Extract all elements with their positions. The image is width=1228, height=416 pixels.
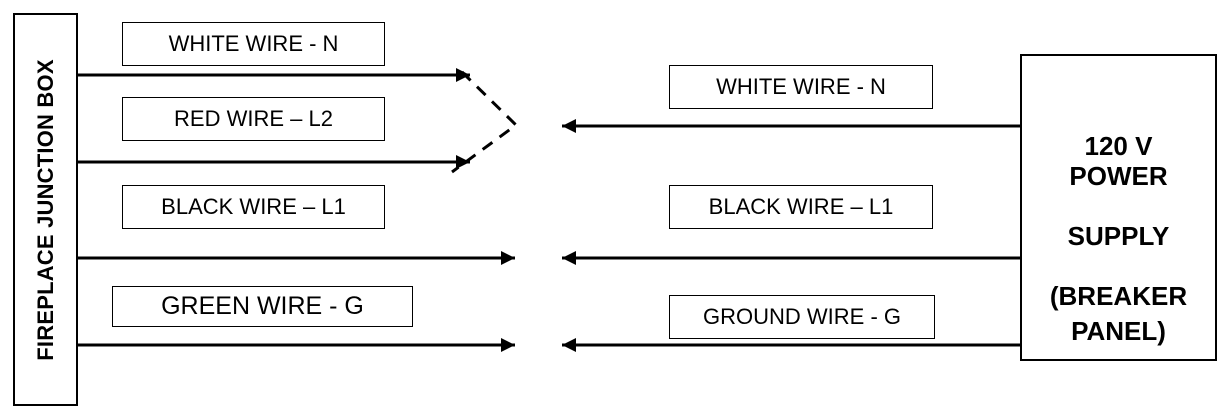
power-supply-line-supply: SUPPLY (1067, 221, 1170, 251)
right-black-wire-label: BLACK WIRE – L1 (669, 185, 933, 229)
power-supply-line-power: POWER (1069, 161, 1168, 191)
left-white-wire-label: WHITE WIRE - N (122, 22, 385, 66)
left-black-wire-label: BLACK WIRE – L1 (122, 185, 385, 229)
power-supply-box: 120 V POWER SUPPLY (BREAKER PANEL) (1020, 54, 1217, 361)
right-ground-wire-label: GROUND WIRE - G (669, 295, 935, 339)
fireplace-junction-box: FIREPLACE JUNCTION BOX (13, 13, 78, 406)
right-white-wire-label: WHITE WIRE - N (669, 65, 933, 109)
power-supply-line-breaker: (BREAKER (1049, 281, 1188, 311)
left-green-wire-label: GREEN WIRE - G (112, 286, 413, 327)
dashed-splice-connector (451, 70, 519, 174)
power-supply-voltage: 120 V (1084, 131, 1153, 161)
left-red-wire-label: RED WIRE – L2 (122, 97, 385, 141)
power-supply-line-panel: PANEL) (1071, 316, 1166, 346)
